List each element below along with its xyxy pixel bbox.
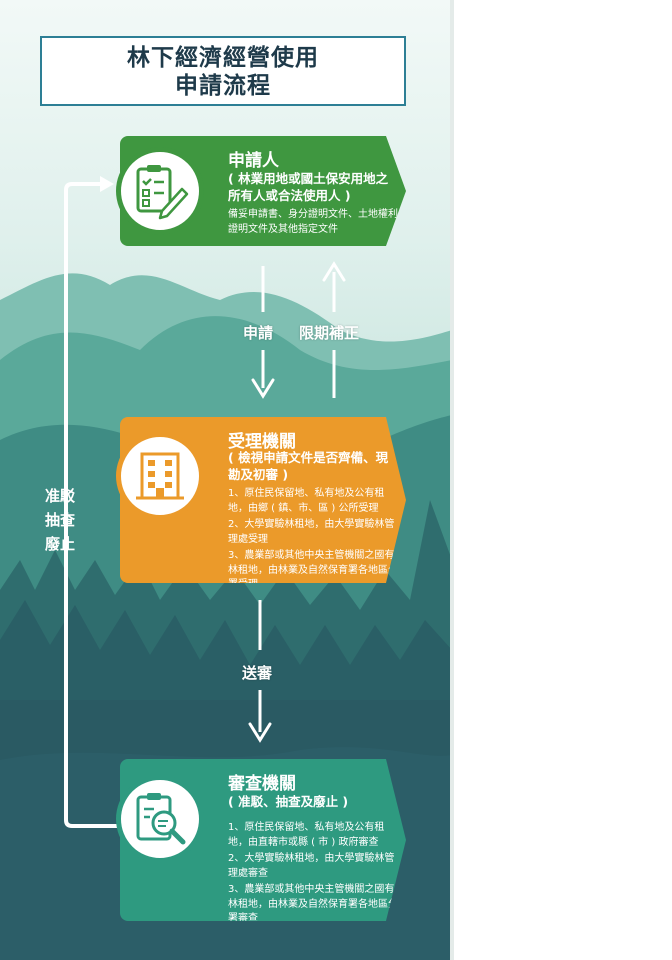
applicant-title: 申請人: [228, 151, 279, 171]
review-list: 1、原住民保留地、私有地及公有租地，由直轄市或縣 ( 市 ) 政府審查 2、大學…: [228, 821, 400, 924]
acceptance-icon-circle: [116, 432, 204, 520]
list-item: 2、大學實驗林租地，由大學實驗林管理處審查: [228, 853, 395, 879]
correction-arrow-label: 限期補正: [299, 324, 360, 342]
review-title: 審查機關: [228, 774, 296, 794]
list-item: 2、大學實驗林租地，由大學實驗林管理處受理: [228, 519, 395, 545]
list-item: 3、農業部或其他中央主管機關之國有林租地，由林業及自然保育署各地區分署受理: [228, 550, 398, 583]
acceptance-list: 1、原住民保留地、私有地及公有租地，由鄉 ( 鎮、市、區 ) 公所受理 2、大學…: [228, 487, 400, 583]
acceptance-title: 受理機關: [228, 432, 296, 452]
review-icon-circle: [116, 775, 204, 863]
side-label-line: 廢止: [44, 535, 75, 553]
title-box: 林下經濟經營使用 申請流程: [40, 36, 406, 106]
side-flow-label: 准駁 抽查 廢止: [38, 484, 82, 556]
clipboard-magnifier-icon: [136, 793, 186, 845]
applicant-icon-circle: [116, 147, 204, 235]
list-item: 1、原住民保留地、私有地及公有租地，由直轄市或縣 ( 市 ) 政府審查: [228, 822, 385, 848]
list-item: 3、農業部或其他中央主管機關之國有林租地，由林業及自然保育署各地區分署審查: [228, 884, 398, 924]
review-subtitle: ( 准駁、抽查及廢止 ): [228, 794, 349, 809]
apply-arrow-label: 申請: [243, 324, 274, 342]
title-line-1: 林下經濟經營使用: [127, 45, 319, 71]
acceptance-subtitle: ( 檢視申請文件是否齊備、現勘及初審 ): [228, 450, 389, 482]
side-label-line: 抽查: [44, 511, 75, 529]
applicant-subtitle: ( 林業用地或國土保安用地之所有人或合法使用人 ): [228, 171, 389, 203]
title-line-2: 申請流程: [175, 73, 271, 99]
applicant-body: 備妥申請書、身分證明文件、土地權利證明文件及其他指定文件: [228, 209, 398, 235]
side-label-line: 准駁: [44, 487, 75, 505]
review-banner: 審查機關 ( 准駁、抽查及廢止 ) 1、原住民保留地、私有地及公有租地，由直轄市…: [120, 759, 406, 921]
clipboard-checklist-pen-icon: [136, 165, 189, 220]
flyer-panel: 林下經濟經營使用 申請流程 申請人 ( 林業用地或國土保安用地之所有人或合法使用…: [0, 0, 452, 960]
office-building-icon: [136, 452, 184, 500]
page-fold-edge: [450, 0, 454, 960]
send-review-arrow-label: 送審: [242, 664, 273, 682]
list-item: 1、原住民保留地、私有地及公有租地，由鄉 ( 鎮、市、區 ) 公所受理: [228, 488, 385, 514]
